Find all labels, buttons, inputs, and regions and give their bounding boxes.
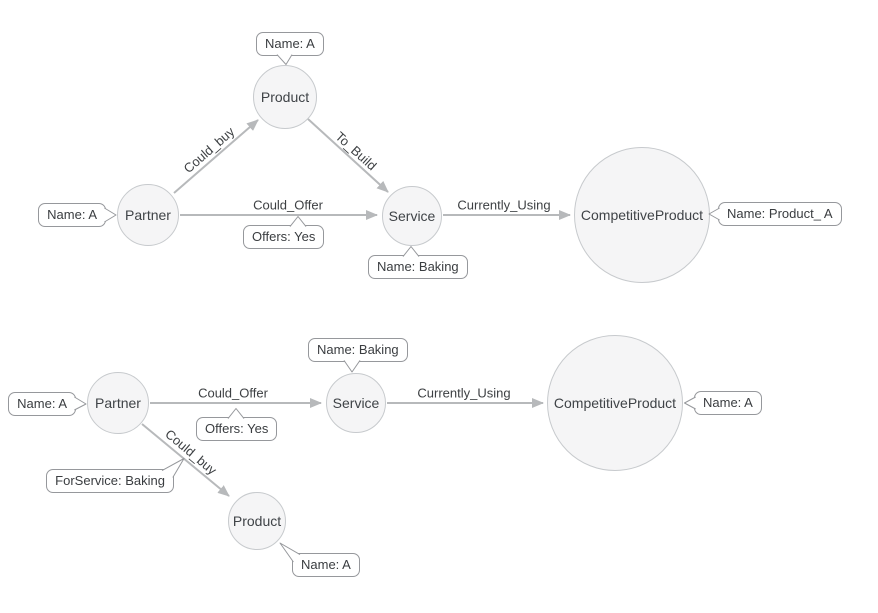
callout-bottom-offer-property[interactable]: Offers: Yes: [196, 417, 278, 441]
node-top-competitive-product[interactable]: CompetitiveProduct: [574, 147, 710, 283]
callout-top-partner-name[interactable]: Name: A: [38, 203, 106, 227]
callout-top-offer-property[interactable]: Offers: Yes: [243, 225, 325, 249]
edge-top-could-buy-line[interactable]: [173, 119, 259, 194]
edge-label-bottom-currently-using[interactable]: Currently_Using: [417, 385, 511, 401]
node-bottom-competitive-product[interactable]: CompetitiveProduct: [547, 335, 683, 471]
edge-label-top-currently-using[interactable]: Currently_Using: [457, 197, 551, 213]
callout-top-service-name[interactable]: Name: Baking: [368, 255, 468, 279]
callout-top-product-name[interactable]: Name: A: [256, 32, 324, 56]
edge-bottom-could-buy-line[interactable]: [141, 423, 230, 497]
node-bottom-product[interactable]: Product: [228, 492, 286, 550]
edge-label-top-could-offer[interactable]: Could_Offer: [253, 197, 323, 213]
callout-bottom-service-name[interactable]: Name: Baking: [308, 338, 408, 362]
callout-bottom-competitive-product-name[interactable]: Name: A: [694, 391, 762, 415]
node-top-partner[interactable]: Partner: [117, 184, 179, 246]
edge-top-to-build-line[interactable]: [307, 118, 389, 193]
callout-bottom-partner-name[interactable]: Name: A: [8, 392, 76, 416]
node-top-service[interactable]: Service: [382, 186, 442, 246]
node-top-product[interactable]: Product: [253, 65, 317, 129]
node-bottom-service[interactable]: Service: [326, 373, 386, 433]
node-bottom-partner[interactable]: Partner: [87, 372, 149, 434]
callout-top-competitive-product-name[interactable]: Name: Product_ A: [718, 202, 842, 226]
callout-bottom-product-name[interactable]: Name: A: [292, 553, 360, 577]
callout-bottom-for-service-property[interactable]: ForService: Baking: [46, 469, 174, 493]
edge-label-bottom-could-offer[interactable]: Could_Offer: [198, 385, 268, 401]
